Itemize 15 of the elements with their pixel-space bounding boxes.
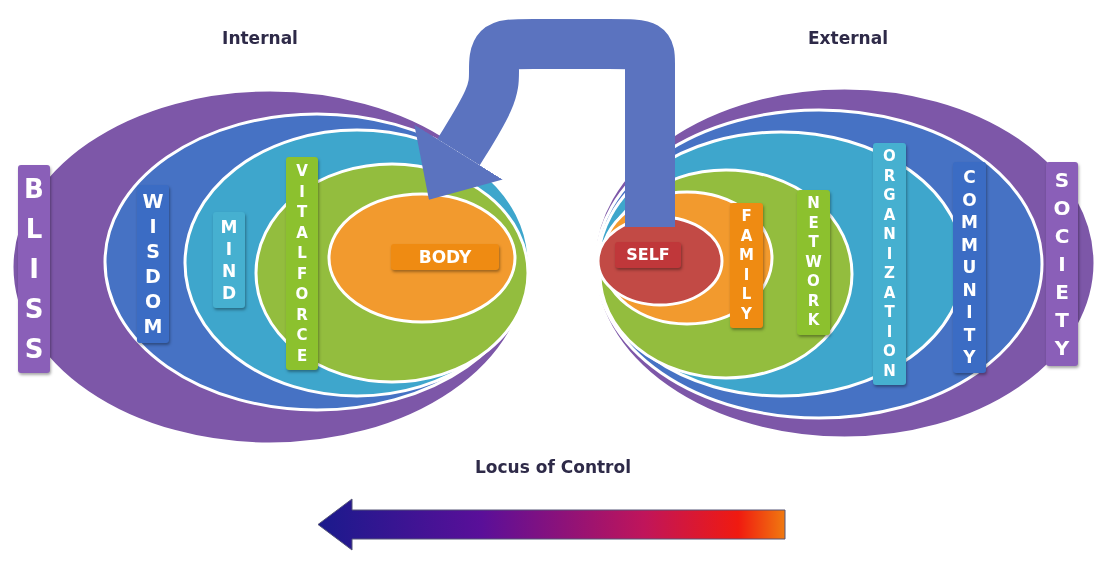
vertical-label: VITAL FORCE: [286, 157, 318, 370]
vertical-label: MIND: [213, 212, 245, 308]
vertical-label: BLISS: [18, 165, 50, 373]
heading-label: External: [808, 28, 888, 48]
vertical-label: COMMUNITY: [953, 162, 986, 373]
vertical-label: WISDOM: [137, 185, 169, 343]
vertical-label: NETWORK: [797, 190, 830, 335]
vertical-label: ORGANIZATION: [873, 143, 906, 385]
vertical-label: SOCIETY: [1046, 162, 1078, 366]
heading-label: Locus of Control: [475, 457, 631, 477]
label-tag: BODY: [391, 244, 499, 270]
label-tag: SELF: [615, 242, 681, 268]
u-turn-arrow: [414, 19, 675, 230]
vertical-label: FAMILY: [730, 203, 763, 328]
heading-label: Internal: [222, 28, 298, 48]
